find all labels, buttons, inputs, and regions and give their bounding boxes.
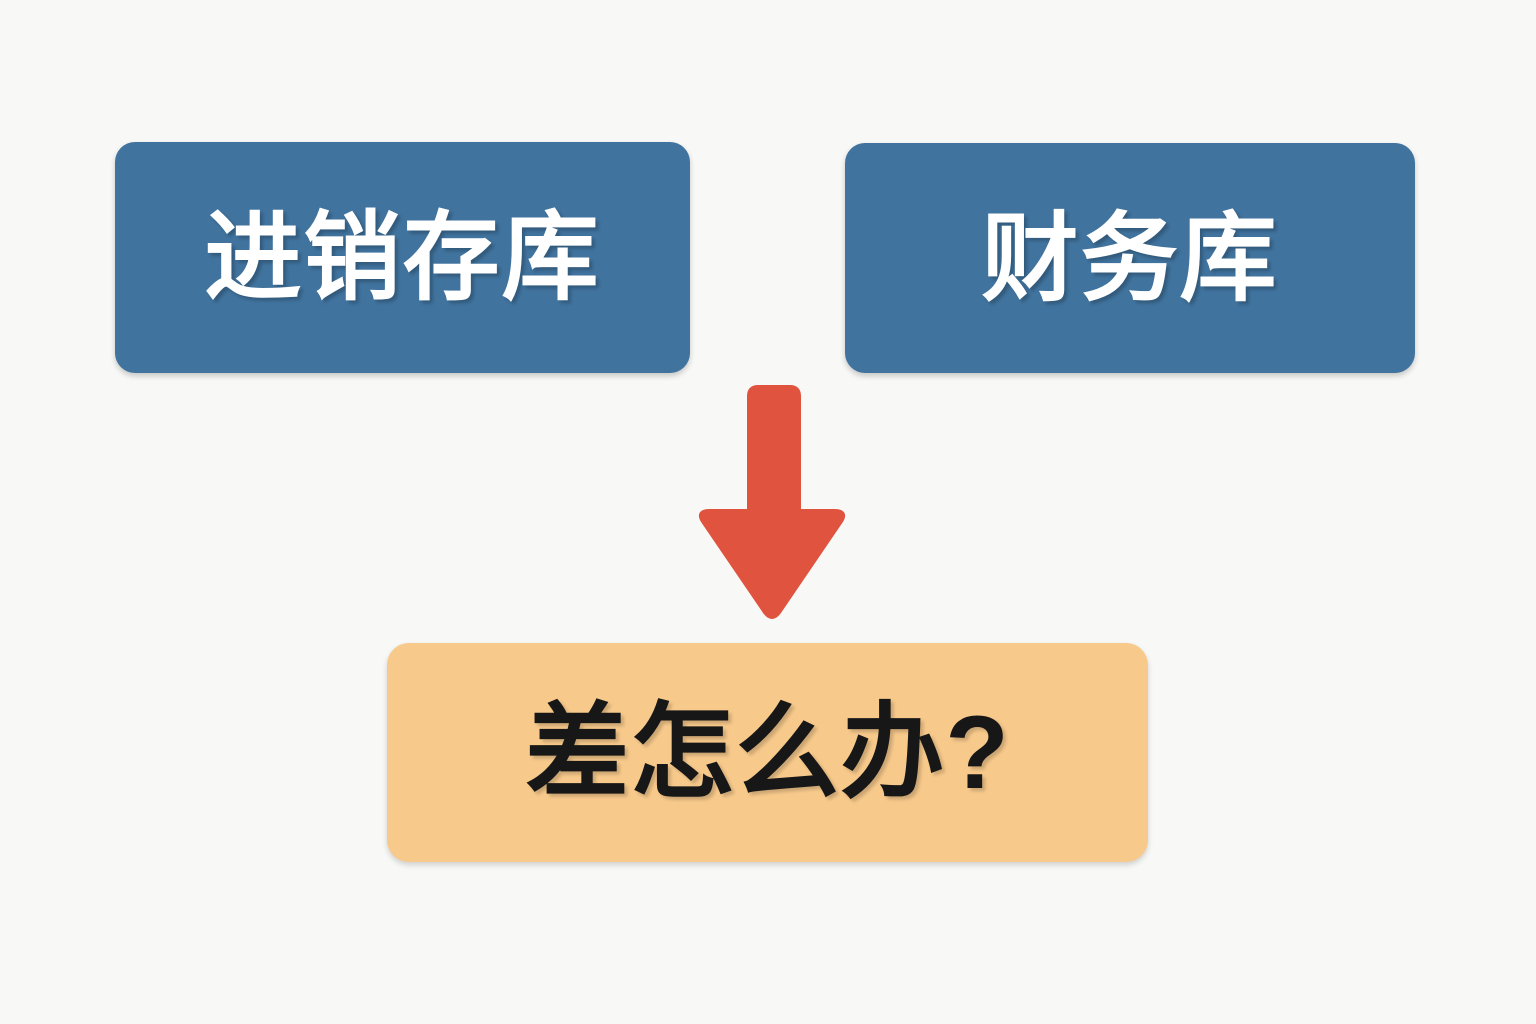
node-inventory-database[interactable]: 进销存库 xyxy=(115,142,690,373)
node-inventory-database-label: 进销存库 xyxy=(204,203,601,312)
arrow-down-path xyxy=(698,385,846,619)
arrow-down-glyph xyxy=(698,385,846,619)
node-question-result[interactable]: 差怎么办? xyxy=(387,643,1148,862)
node-question-result-label: 差怎么办? xyxy=(525,694,1010,811)
node-finance-database-label: 财务库 xyxy=(981,203,1279,313)
arrow-down-icon xyxy=(690,385,850,621)
node-finance-database[interactable]: 财务库 xyxy=(845,143,1415,373)
